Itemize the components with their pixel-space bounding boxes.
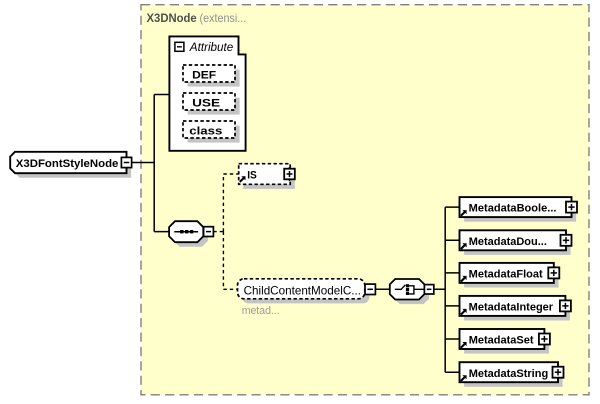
svg-text:Attribute: Attribute (189, 40, 234, 54)
svg-text:IS: IS (247, 170, 257, 182)
svg-text:MetadataSet: MetadataSet (469, 335, 534, 347)
svg-text:MetadataBoole...: MetadataBoole... (469, 203, 557, 215)
svg-text:USE: USE (192, 97, 220, 109)
svg-text:class: class (189, 125, 222, 137)
svg-text:MetadataDou...: MetadataDou... (469, 236, 547, 248)
svg-text:MetadataInteger: MetadataInteger (469, 302, 554, 314)
svg-text:X3DNode: X3DNode (147, 11, 198, 25)
svg-text:MetadataString: MetadataString (469, 368, 549, 380)
svg-text:ChildContentModelC...: ChildContentModelC... (244, 283, 361, 297)
svg-text:(extensi...: (extensi... (200, 11, 247, 25)
svg-text:MetadataFloat: MetadataFloat (469, 269, 543, 281)
svg-text:DEF: DEF (192, 69, 216, 81)
svg-text:metad...: metad... (242, 305, 280, 317)
svg-text:X3DFontStyleNode: X3DFontStyleNode (16, 158, 119, 170)
